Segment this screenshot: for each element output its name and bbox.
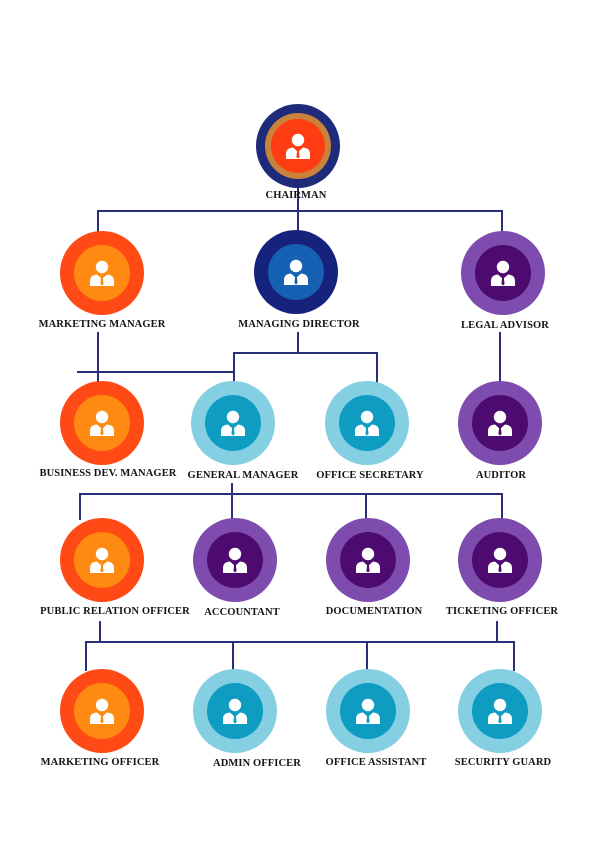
label-chairman: CHAIRMAN bbox=[265, 190, 327, 201]
node-accountant bbox=[193, 518, 277, 602]
person-icon bbox=[352, 408, 382, 438]
node-office-secretary bbox=[325, 381, 409, 465]
node-documentation bbox=[326, 518, 410, 602]
node-office-assistant bbox=[326, 669, 410, 753]
person-icon bbox=[87, 408, 117, 438]
person-icon bbox=[485, 408, 515, 438]
label-ticketing-officer: TICKETING OFFICER bbox=[445, 606, 559, 617]
label-business-dev-manager: BUSINESS DEV. MANAGER bbox=[39, 468, 177, 479]
person-icon bbox=[87, 545, 117, 575]
person-icon bbox=[218, 408, 248, 438]
label-office-secretary: OFFICE SECRETARY bbox=[316, 470, 424, 481]
label-managing-director: MANAGING DIRECTOR bbox=[238, 319, 360, 330]
node-security-guard bbox=[458, 669, 542, 753]
label-auditor: AUDITOR bbox=[475, 470, 527, 481]
node-business-dev-manager bbox=[60, 381, 144, 465]
person-icon bbox=[485, 545, 515, 575]
node-ticketing-officer bbox=[458, 518, 542, 602]
person-icon bbox=[485, 696, 515, 726]
label-public-relation-officer: PUBLIC RELATION OFFICER bbox=[40, 606, 190, 617]
node-marketing-officer bbox=[60, 669, 144, 753]
node-public-relation-officer bbox=[60, 518, 144, 602]
person-icon bbox=[220, 696, 250, 726]
node-admin-officer bbox=[193, 669, 277, 753]
node-legal-advisor bbox=[461, 231, 545, 315]
node-managing-director bbox=[254, 230, 338, 314]
label-admin-officer: ADMIN OFFICER bbox=[213, 758, 301, 769]
label-documentation: DOCUMENTATION bbox=[325, 606, 423, 617]
node-chairman bbox=[256, 104, 340, 188]
node-marketing-manager bbox=[60, 231, 144, 315]
person-icon bbox=[87, 696, 117, 726]
label-general-manager: GENERAL MANAGER bbox=[187, 470, 299, 481]
person-icon bbox=[283, 131, 313, 161]
person-icon bbox=[353, 696, 383, 726]
person-icon bbox=[87, 258, 117, 288]
person-icon bbox=[281, 257, 311, 287]
node-general-manager bbox=[191, 381, 275, 465]
label-office-assistant: OFFICE ASSISTANT bbox=[325, 757, 427, 768]
label-security-guard: SECURITY GUARD bbox=[454, 757, 552, 768]
label-marketing-officer: MARKETING OFFICER bbox=[40, 757, 160, 768]
label-marketing-manager: MARKETING MANAGER bbox=[38, 319, 166, 330]
person-icon bbox=[488, 258, 518, 288]
person-icon bbox=[353, 545, 383, 575]
label-accountant: ACCOUNTANT bbox=[204, 607, 280, 618]
node-auditor bbox=[458, 381, 542, 465]
person-icon bbox=[220, 545, 250, 575]
label-legal-advisor: LEGAL ADVISOR bbox=[461, 320, 549, 331]
